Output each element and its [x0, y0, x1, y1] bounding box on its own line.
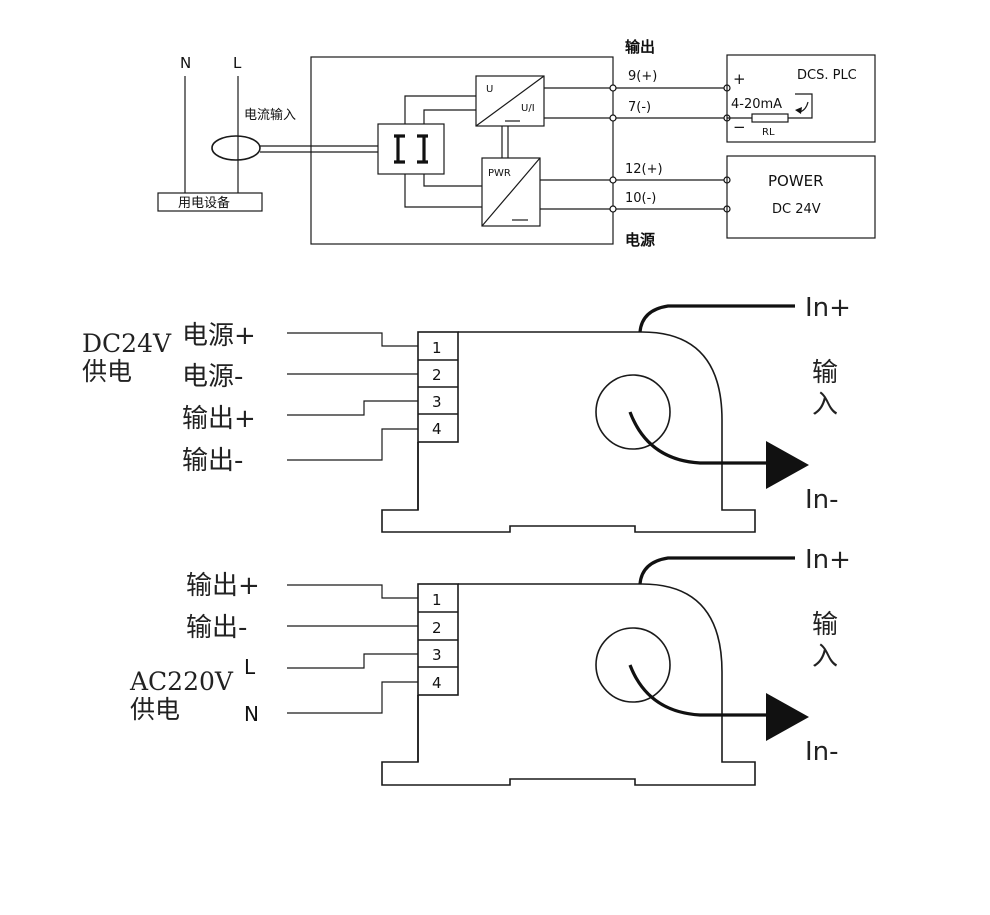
- dc-in-plus-label: In+: [805, 293, 851, 323]
- top-schematic: N L 电流输入 用电设备 U U/I: [157, 38, 876, 249]
- dcs-plus: +: [733, 70, 746, 88]
- current-coil: [211, 135, 261, 161]
- load-device-label: 用电设备: [178, 195, 230, 211]
- ui-block-u-label: U: [486, 84, 493, 95]
- terminal-7-label: 7(-): [628, 100, 651, 115]
- dc-pin2-label: 电源-: [182, 362, 243, 392]
- ac-in-plus-label: In+: [805, 545, 851, 575]
- ac-input-line2: 入: [812, 642, 838, 672]
- dcs-plc-box: [726, 54, 876, 143]
- ac-pin1-label: 输出+: [186, 571, 260, 601]
- ac-sensor-housing: [381, 583, 756, 786]
- load-resistor: [751, 113, 789, 123]
- power-box-voltage: DC 24V: [772, 202, 821, 217]
- ac-pin-2: 2: [432, 619, 442, 637]
- dcs-rl-label: RL: [762, 127, 775, 138]
- terminal-10-label: 10(-): [625, 191, 656, 206]
- power-box-title: POWER: [768, 172, 824, 190]
- ac-pin-4: 4: [432, 674, 442, 692]
- dc-pin4-label: 输出-: [182, 446, 243, 476]
- ac-sensor-aperture: [595, 627, 671, 703]
- dc-input-line2: 入: [812, 390, 838, 420]
- dcs-minus: −: [733, 118, 746, 136]
- ac-input-line1: 输: [812, 610, 838, 640]
- ac-in-minus-wire: [628, 664, 778, 717]
- ac-supply-line2: 供电: [130, 695, 180, 724]
- power-supply-box: [726, 155, 876, 239]
- dc-supply-line2: 供电: [82, 357, 132, 386]
- dc-in-minus-wire: [628, 411, 778, 465]
- dc-in-plus-wire: [638, 304, 795, 333]
- ac-pin4-label: N: [244, 702, 259, 726]
- transformer-icon: [394, 134, 428, 164]
- ac-pin-3: 3: [432, 646, 442, 664]
- current-input-label: 电流输入: [244, 107, 296, 123]
- dc-current-arrow-icon: [766, 441, 809, 489]
- ac-pin3-label: L: [244, 655, 256, 679]
- dc-pin-1: 1: [432, 339, 442, 357]
- label-n: N: [180, 54, 191, 72]
- terminal-12-label: 12(+): [625, 162, 663, 177]
- ui-converter-block: [475, 75, 545, 127]
- dc-pin-3: 3: [432, 393, 442, 411]
- ac-current-arrow-icon: [766, 693, 809, 741]
- dc-pin-2: 2: [432, 366, 442, 384]
- dc-supply-line1: DC24V: [82, 329, 172, 358]
- label-l: L: [233, 54, 242, 72]
- ac-supply-line1: AC220V: [129, 667, 234, 696]
- dc-pin-4: 4: [432, 420, 442, 438]
- ac-pin2-label: 输出-: [186, 613, 247, 643]
- pwr-block-label: PWR: [488, 168, 511, 179]
- load-device-box: [157, 192, 263, 212]
- dc-sensor-housing: [381, 331, 756, 533]
- dcs-signal-label: 4-20mA: [731, 97, 782, 112]
- output-title: 输出: [625, 38, 655, 56]
- dc-sensor-aperture: [595, 374, 671, 450]
- ac-in-minus-label: In-: [805, 737, 839, 767]
- power-title: 电源: [625, 231, 655, 249]
- dc-pin3-label: 输出+: [182, 404, 256, 434]
- dc24v-sensor-diagram: DC24V 供电 电源+ 电源- 输出+ 输出- 1 2 3 4 In+ In-…: [82, 293, 851, 533]
- terminal-9-label: 9(+): [628, 69, 657, 84]
- dcs-plc-title: DCS. PLC: [797, 68, 857, 83]
- ui-block-ui-label: U/I: [521, 103, 535, 114]
- ac-in-plus-wire: [638, 556, 795, 585]
- ac220v-sensor-diagram: AC220V 供电 输出+ 输出- L N 1 2 3 4 In+ In- 输 …: [129, 545, 851, 786]
- module-box: [310, 56, 614, 245]
- dc-in-minus-label: In-: [805, 485, 839, 515]
- transformer-box: [377, 123, 445, 175]
- ac-pin-1: 1: [432, 591, 442, 609]
- dc-pin1-label: 电源+: [182, 321, 256, 351]
- pwr-block: [481, 157, 541, 227]
- dc-input-line1: 输: [812, 358, 838, 388]
